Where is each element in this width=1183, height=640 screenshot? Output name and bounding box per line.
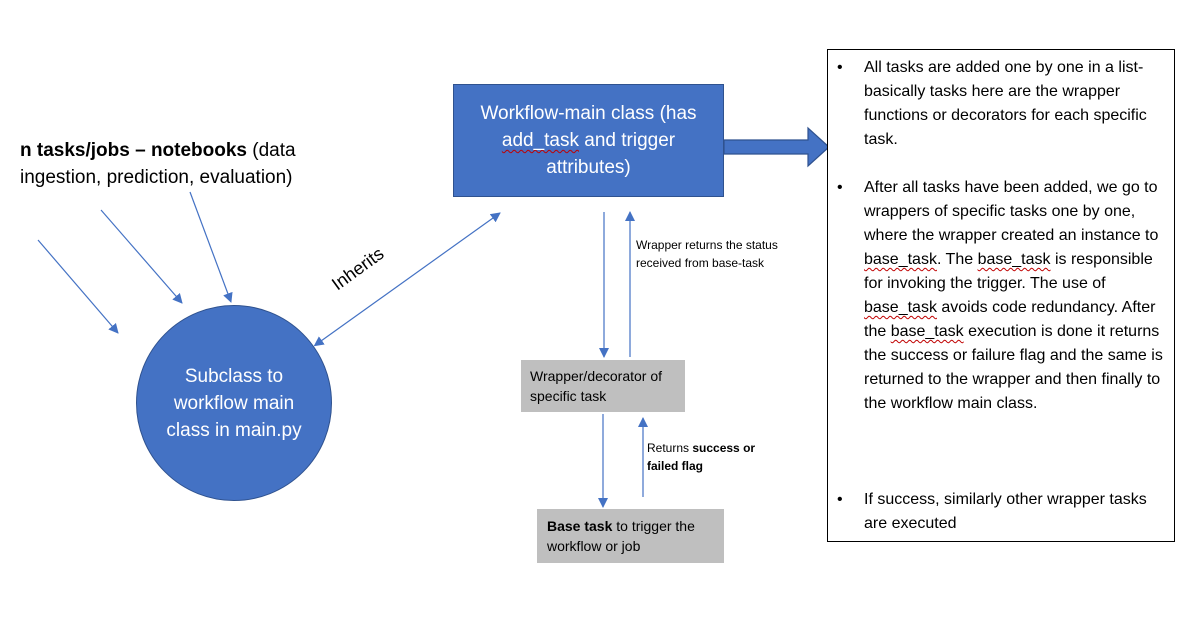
base-task-box: Base task to trigger the workflow or job: [537, 509, 724, 563]
base-task-term: base_task: [864, 251, 937, 268]
description-text-segment: execution is done it returns the success…: [864, 323, 1163, 412]
base-task-rest: to trigger the workflow or job: [547, 518, 695, 554]
bullet-icon: •: [837, 179, 843, 196]
base-task-bold: Base task: [547, 518, 613, 534]
task-arrow-2: [100, 209, 183, 304]
base-task-term: base_task: [890, 323, 964, 340]
description-text-segment: is responsible for invoking the trigger.…: [864, 251, 1153, 292]
description-text-segment: All tasks are added one by one in a list…: [864, 59, 1147, 148]
bullet-icon: •: [837, 59, 843, 76]
main-class-line3: attributes): [546, 157, 631, 178]
add-task-term: add_task: [501, 130, 579, 151]
description-item-text: After all tasks have been added, we go t…: [864, 179, 1163, 412]
description-panel: • All tasks are added one by one in a li…: [827, 49, 1175, 542]
description-item-1: • All tasks are added one by one in a li…: [837, 56, 1164, 152]
description-text-segment: avoids code redundancy. After the: [864, 299, 1156, 340]
main-class-line1: Workflow-main class (has: [480, 103, 697, 124]
wrapper-decorator-box: Wrapper/decorator of specific task: [521, 360, 685, 412]
main-class-line2: and trigger: [579, 130, 676, 151]
wrapper-box-text: Wrapper/decorator of specific task: [530, 368, 663, 404]
description-item-3: • If success, similarly other wrapper ta…: [837, 488, 1164, 536]
description-item-2: • After all tasks have been added, we go…: [837, 176, 1164, 416]
returns-flag-label: Returns success or failed flag: [647, 439, 777, 475]
tasks-label-rest: (data ingestion, prediction, evaluation): [20, 140, 296, 188]
description-text-segment: After all tasks have been added, we go t…: [864, 179, 1159, 244]
workflow-main-class-box: Workflow-main class (has add_task and tr…: [453, 84, 724, 197]
subclass-circle: Subclass to workflow main class in main.…: [136, 305, 332, 501]
task-arrow-3: [189, 191, 233, 303]
bullet-icon: •: [837, 491, 843, 508]
description-text-segment: . The: [936, 251, 978, 268]
wrapper-returns-label: Wrapper returns the status received from…: [636, 238, 778, 270]
block-arrow-to-panel: [723, 126, 830, 168]
task-arrow-1: [37, 239, 119, 334]
returns-prefix: Returns: [647, 441, 693, 455]
base-task-term: base_task: [977, 251, 1051, 268]
returns-bold: success or failed flag: [647, 441, 756, 473]
base-task-term: base_task: [864, 299, 937, 316]
description-text-segment: If success, similarly other wrapper task…: [864, 491, 1147, 532]
tasks-label-bold: n tasks/jobs – notebooks: [20, 140, 247, 161]
description-item-text: If success, similarly other wrapper task…: [864, 491, 1147, 532]
tasks-jobs-label: n tasks/jobs – notebooks (data ingestion…: [20, 137, 340, 191]
description-item-text: All tasks are added one by one in a list…: [864, 59, 1147, 148]
inherits-arrow: [313, 212, 501, 347]
subclass-circle-text: Subclass to workflow main class in main.…: [166, 365, 302, 441]
